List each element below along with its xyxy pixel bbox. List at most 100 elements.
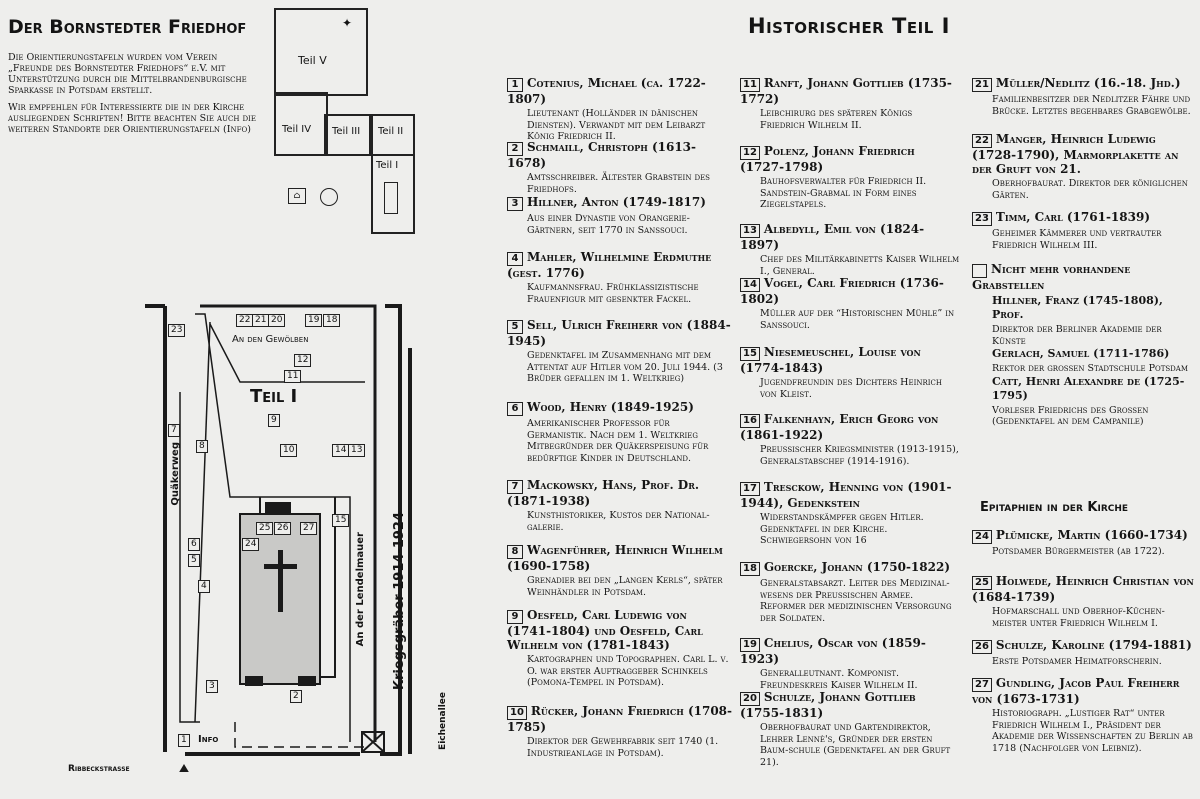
entry-number: 23 xyxy=(972,212,992,226)
entry-name: Hillner, Anton (1749-1817) xyxy=(527,195,706,209)
entry-name: Rücker, Johann Friedrich (1708-1785) xyxy=(507,704,733,734)
epitaph-title: Epitaphien in der Kirche xyxy=(980,500,1129,515)
entry-desc: Chef des Militärkabinetts Kaiser Wilhelm… xyxy=(760,254,960,277)
entry-number: 13 xyxy=(740,224,760,238)
overview-label-part-4: Teil IV xyxy=(282,124,312,135)
entry-name: Gundling, Jacob Paul Freiherr von (1673-… xyxy=(972,676,1180,706)
entry-name: Schulze, Karoline (1794-1881) xyxy=(995,638,1192,652)
entry-number: 21 xyxy=(972,78,992,92)
map-title: Teil I xyxy=(250,386,298,407)
map-marker-15[interactable]: 15 xyxy=(332,514,350,527)
entry-name: Timm, Carl (1761-1839) xyxy=(995,210,1151,224)
entry-name: Müller/Nedlitz (16.-18. Jhd.) xyxy=(995,76,1181,90)
entry-number: 2 xyxy=(507,142,523,156)
entry-name: Holwede, Heinrich Christian von (1684-17… xyxy=(972,574,1194,604)
entry-number: 19 xyxy=(740,638,760,652)
lost-grave-3: Catt, Henri Alexandre de (1725-1795) Vor… xyxy=(972,375,1192,428)
entry-number: 22 xyxy=(972,134,992,148)
entry-name: Sell, Ulrich Freiherr von (1884-1945) xyxy=(507,318,731,348)
label-eichenallee: Eichenallee xyxy=(438,692,448,750)
entry-number: 8 xyxy=(507,545,523,559)
map-marker-1[interactable]: 1 xyxy=(178,734,190,747)
entry-number: 25 xyxy=(972,576,992,590)
overview-church xyxy=(384,182,398,214)
map-marker-2[interactable]: 2 xyxy=(290,690,302,703)
entry-number: 1 xyxy=(507,78,523,92)
overview-part-1 xyxy=(371,154,415,234)
lost-grave-name: Hillner, Franz (1745-1808), Prof. xyxy=(992,294,1163,321)
map-marker-19[interactable]: 19 xyxy=(305,314,323,327)
entry-name: Albedyll, Emil von (1824-1897) xyxy=(740,222,925,252)
entry-number: 26 xyxy=(972,640,992,654)
overview-part-4 xyxy=(274,92,328,156)
lost-grave-name: Gerlach, Samuel (1711-1786) xyxy=(992,347,1170,360)
map-marker-23[interactable]: 23 xyxy=(168,324,186,337)
label-quaekerweg: Quäkerweg xyxy=(170,442,181,506)
map-marker-6[interactable]: 6 xyxy=(188,538,200,551)
lost-grave-desc: Vorleser Friedrichs des Großen (Gedenkta… xyxy=(992,404,1149,428)
entry-desc: Widerstandskämpfer gegen Hitler. Gedenkt… xyxy=(760,512,924,546)
map-marker-8[interactable]: 8 xyxy=(196,440,208,453)
entry-desc: Jugendfreundin des Dichters Heinrich von… xyxy=(760,377,942,400)
entry-desc: Generalleutnant. Komponist. Freundeskrei… xyxy=(760,668,918,691)
label-ribbeckstrasse: Ribbeckstraße xyxy=(68,764,130,774)
map-marker-18[interactable]: 18 xyxy=(323,314,341,327)
map-marker-9[interactable]: 9 xyxy=(268,414,280,427)
map-marker-20[interactable]: 20 xyxy=(268,314,286,327)
map-marker-7[interactable]: 7 xyxy=(168,424,180,437)
map-marker-13[interactable]: 13 xyxy=(348,444,366,457)
map-marker-22[interactable]: 22 xyxy=(236,314,254,327)
entry-desc: Kaufmannsfrau. Frühklassizistische Fraue… xyxy=(527,282,699,305)
entry-number: 27 xyxy=(972,678,992,692)
entry-name: Mahler, Wilhelmine Erdmuthe (gest. 1776) xyxy=(507,250,712,280)
entry-number: 6 xyxy=(507,402,523,416)
map-marker-14[interactable]: 14 xyxy=(332,444,350,457)
map-marker-24[interactable]: 24 xyxy=(242,538,260,551)
entry-number: 3 xyxy=(507,197,523,211)
map-marker-25[interactable]: 25 xyxy=(256,522,274,535)
entry-desc: Historiograph. „Lustiger Rat“ unter Frie… xyxy=(992,708,1193,754)
map-marker-12[interactable]: 12 xyxy=(294,354,312,367)
map-marker-11[interactable]: 11 xyxy=(284,370,302,383)
entry-name: Schmaill, Christoph (1613-1678) xyxy=(507,140,697,170)
entry-name: Chelius, Oscar von (1859-1923) xyxy=(740,636,926,666)
overview-compass-icon: ✦ xyxy=(342,16,353,30)
label-info: Info xyxy=(198,734,219,745)
unesco-logo-icon: ⌂ xyxy=(288,188,306,204)
map-marker-10[interactable]: 10 xyxy=(280,444,298,457)
entry-name: Mackowsky, Hans, Prof. Dr. (1871-1938) xyxy=(507,478,700,508)
entry-number: 14 xyxy=(740,278,760,292)
intro-paragraph-1: Die Orientierungstafeln wurden vom Verei… xyxy=(8,52,247,96)
entry-desc: Grenadier bei den „Langen Kerls“, später… xyxy=(527,575,723,598)
map-marker-26[interactable]: 26 xyxy=(274,522,292,535)
map-marker-3[interactable]: 3 xyxy=(206,680,218,693)
entry-name: Oesfeld, Carl Ludewig von (1741-1804) un… xyxy=(507,608,703,652)
map-marker-5[interactable]: 5 xyxy=(188,554,200,567)
entry-desc: Amtsschreiber. Ältester Grabstein des Fr… xyxy=(527,172,710,195)
entry-name: Niesemeuschel, Louise von (1774-1843) xyxy=(740,345,921,375)
map-marker-4[interactable]: 4 xyxy=(198,580,210,593)
entry-number: 20 xyxy=(740,692,760,706)
map-marker-27[interactable]: 27 xyxy=(300,522,318,535)
overview-label-part-5: Teil V xyxy=(298,54,327,67)
entry-desc: Generalstabsarzt. Leiter des Medizinal-w… xyxy=(760,578,952,624)
heritage-logo-icon xyxy=(320,188,338,206)
board-title: Der Bornstedter Friedhof xyxy=(8,16,247,38)
entry-name: Goercke, Johann (1750-1822) xyxy=(763,560,951,574)
entry-number: 5 xyxy=(507,320,523,334)
map-marker-21[interactable]: 21 xyxy=(252,314,270,327)
